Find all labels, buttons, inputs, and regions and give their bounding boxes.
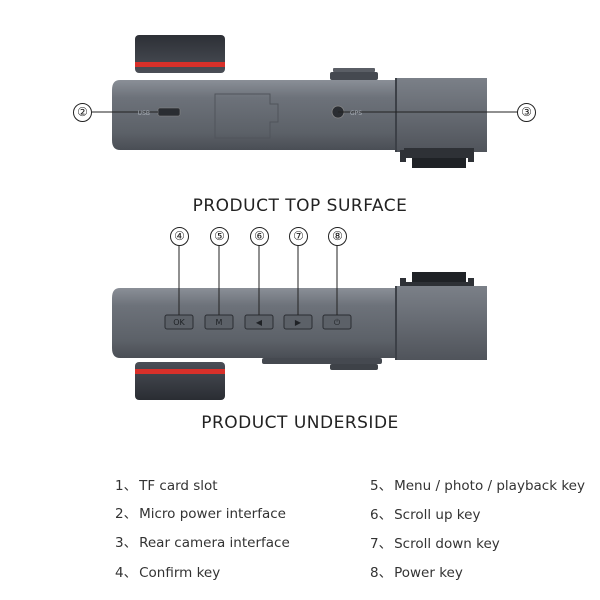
usb-port xyxy=(157,107,181,117)
device-body xyxy=(112,80,395,150)
feature-label: Confirm key xyxy=(139,565,221,581)
callout-8: ⑧ xyxy=(328,227,347,246)
feature-number: 5、 xyxy=(370,478,393,494)
feature-label: Rear camera interface xyxy=(139,535,290,551)
right-block xyxy=(395,286,487,360)
feature-label: Menu / photo / playback key xyxy=(394,478,585,494)
feature-number: 7、 xyxy=(370,536,393,552)
callout-7: ⑦ xyxy=(289,227,308,246)
feature-item-2: 2、Micro power interface xyxy=(115,502,286,522)
feature-number: 6、 xyxy=(370,507,393,523)
callout-5: ⑤ xyxy=(210,227,229,246)
usb-port-label: USB xyxy=(138,110,150,117)
underside-heading: PRODUCT UNDERSIDE xyxy=(201,413,399,433)
feature-label: Scroll up key xyxy=(394,507,481,523)
feature-label: Power key xyxy=(394,565,463,581)
feature-label: Scroll down key xyxy=(394,536,500,552)
feature-item-7: 7、Scroll down key xyxy=(370,532,500,552)
top-surface-device xyxy=(92,35,518,168)
feature-item-6: 6、Scroll up key xyxy=(370,503,480,523)
callout-4: ④ xyxy=(170,227,189,246)
callout-6: ⑥ xyxy=(250,227,269,246)
bottom-ridges xyxy=(262,358,382,370)
gps-port-label: GPS xyxy=(350,110,362,117)
feature-item-8: 8、Power key xyxy=(370,561,463,581)
button-m-label: M xyxy=(216,318,223,327)
feature-number: 2、 xyxy=(115,506,138,522)
button-right-label: ▶ xyxy=(295,318,302,327)
button-ok-label: OK xyxy=(173,318,185,327)
feature-label: Micro power interface xyxy=(139,506,286,522)
feature-label: TF card slot xyxy=(139,478,218,494)
device-figure: USB GPS OK M ◀ ▶ ⏻ xyxy=(92,35,518,400)
lens-red-ring xyxy=(135,62,225,67)
feature-number: 1、 xyxy=(115,478,138,494)
lens-red-ring xyxy=(135,369,225,374)
mount-bottom xyxy=(400,148,474,168)
feature-item-4: 4、Confirm key xyxy=(115,561,220,581)
feature-number: 8、 xyxy=(370,565,393,581)
right-block xyxy=(395,78,487,152)
feature-list: 1、TF card slot 2、Micro power interface 3… xyxy=(0,470,600,595)
feature-item-5: 5、Menu / photo / playback key xyxy=(370,474,585,494)
callout-2: ② xyxy=(73,103,92,122)
feature-item-1: 1、TF card slot xyxy=(115,474,218,494)
feature-item-3: 3、Rear camera interface xyxy=(115,531,290,551)
lens-cap xyxy=(135,362,225,400)
lens-cap xyxy=(135,35,225,73)
button-left-label: ◀ xyxy=(256,318,263,327)
feature-number: 4、 xyxy=(115,565,138,581)
top-ridges xyxy=(330,68,378,80)
underside-device xyxy=(112,244,487,400)
feature-number: 3、 xyxy=(115,535,138,551)
button-power-label: ⏻ xyxy=(334,318,341,327)
callout-3: ③ xyxy=(517,103,536,122)
top-surface-heading: PRODUCT TOP SURFACE xyxy=(192,196,408,216)
